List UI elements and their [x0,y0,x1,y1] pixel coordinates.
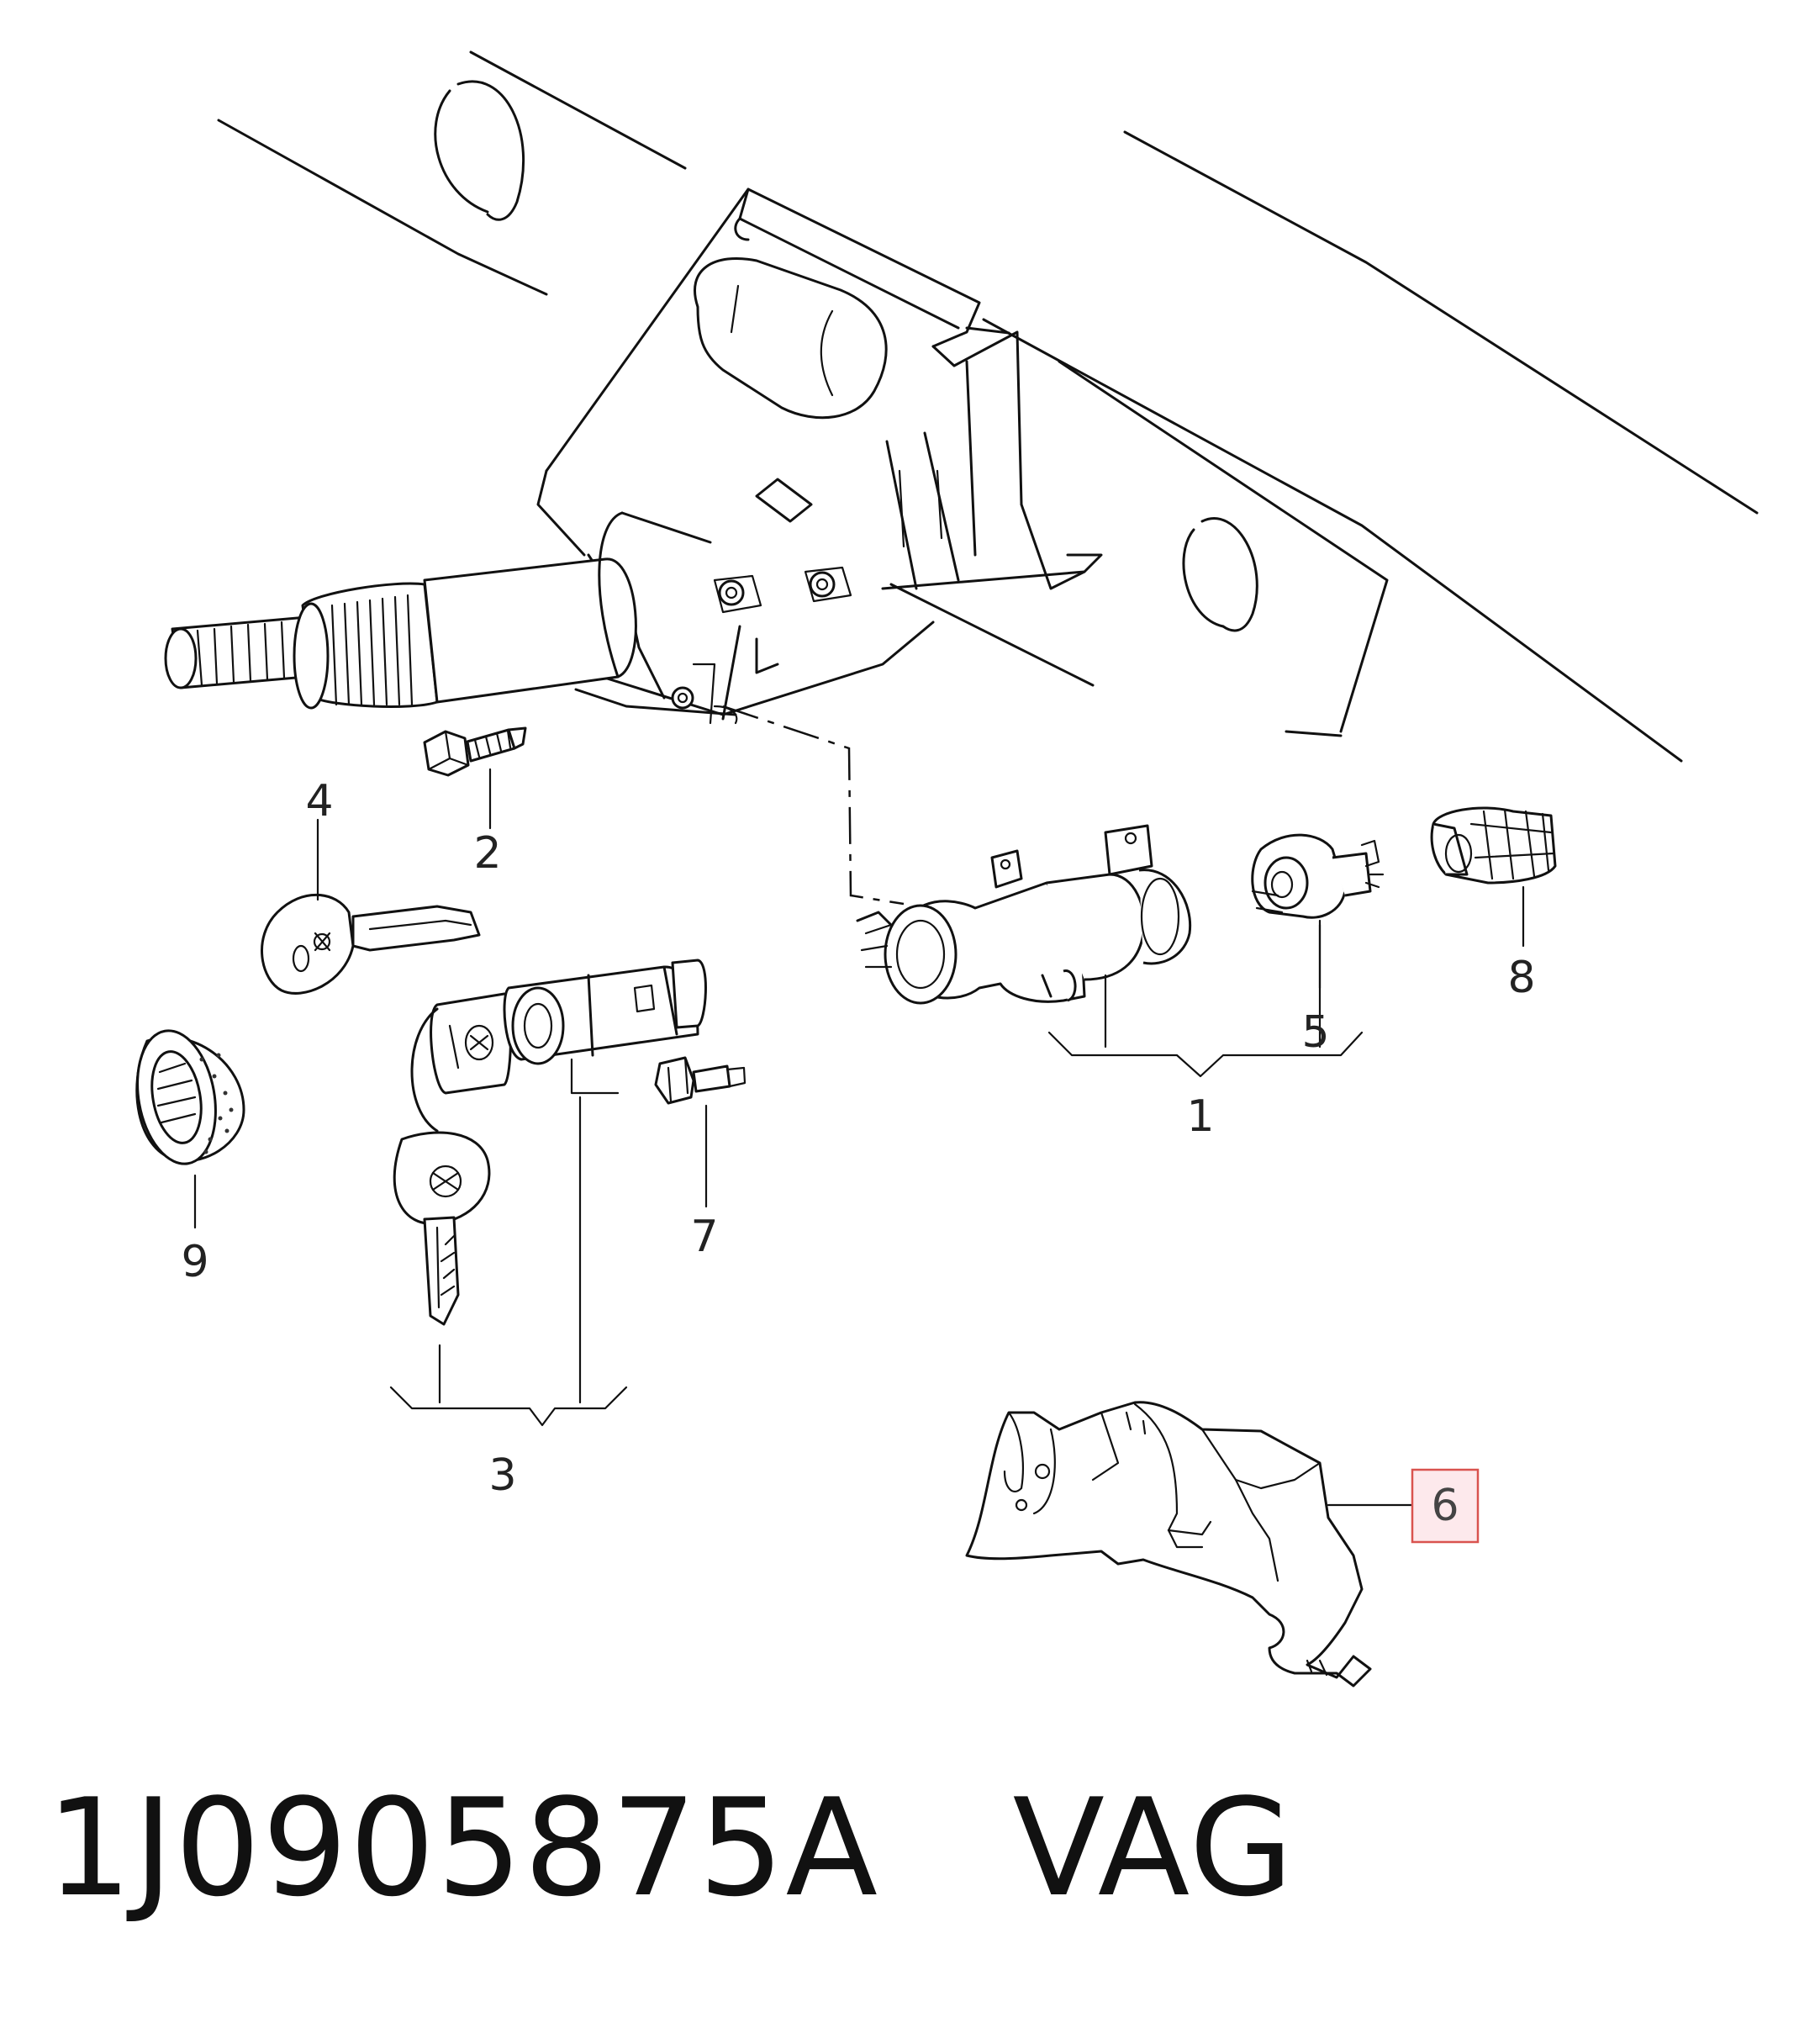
part-number: 1J0905875A [46,1769,880,1926]
part-2-bolt [423,726,527,777]
brand-name: VAG [1012,1769,1295,1926]
callout-6[interactable]: 6 [1431,1481,1459,1531]
part-9-grommet-ring [135,1029,245,1165]
callout-1[interactable]: 1 [1186,1091,1214,1142]
callout-4[interactable]: 4 [305,776,333,827]
callout-6-highlight-box [1411,1468,1480,1544]
caption-spacer [879,1769,1013,1926]
part-number-caption: 1J0905875A VAG [46,1781,1295,1915]
callout-8[interactable]: 8 [1507,953,1535,1003]
part-1-lock-housing [856,824,1192,1005]
part-3-lock-cylinder-with-keys [393,959,707,1326]
bracket-3 [389,1096,628,1427]
callout-7[interactable]: 7 [690,1212,718,1262]
dashboard-crossmember [217,50,1759,763]
steering-column-shaft [164,511,712,710]
callout-3[interactable]: 3 [488,1450,516,1501]
callout-5[interactable]: 5 [1301,1007,1329,1058]
assembly-leader-dashed [722,705,905,906]
callout-9[interactable]: 9 [181,1237,208,1287]
part-6-trim-cover [965,1401,1372,1687]
part-7-pin [654,1056,747,1105]
part-4-key-blank [261,893,481,995]
part-8-connector [1430,806,1557,885]
part-5-ignition-switch [1251,833,1385,919]
callout-2[interactable]: 2 [473,828,501,879]
